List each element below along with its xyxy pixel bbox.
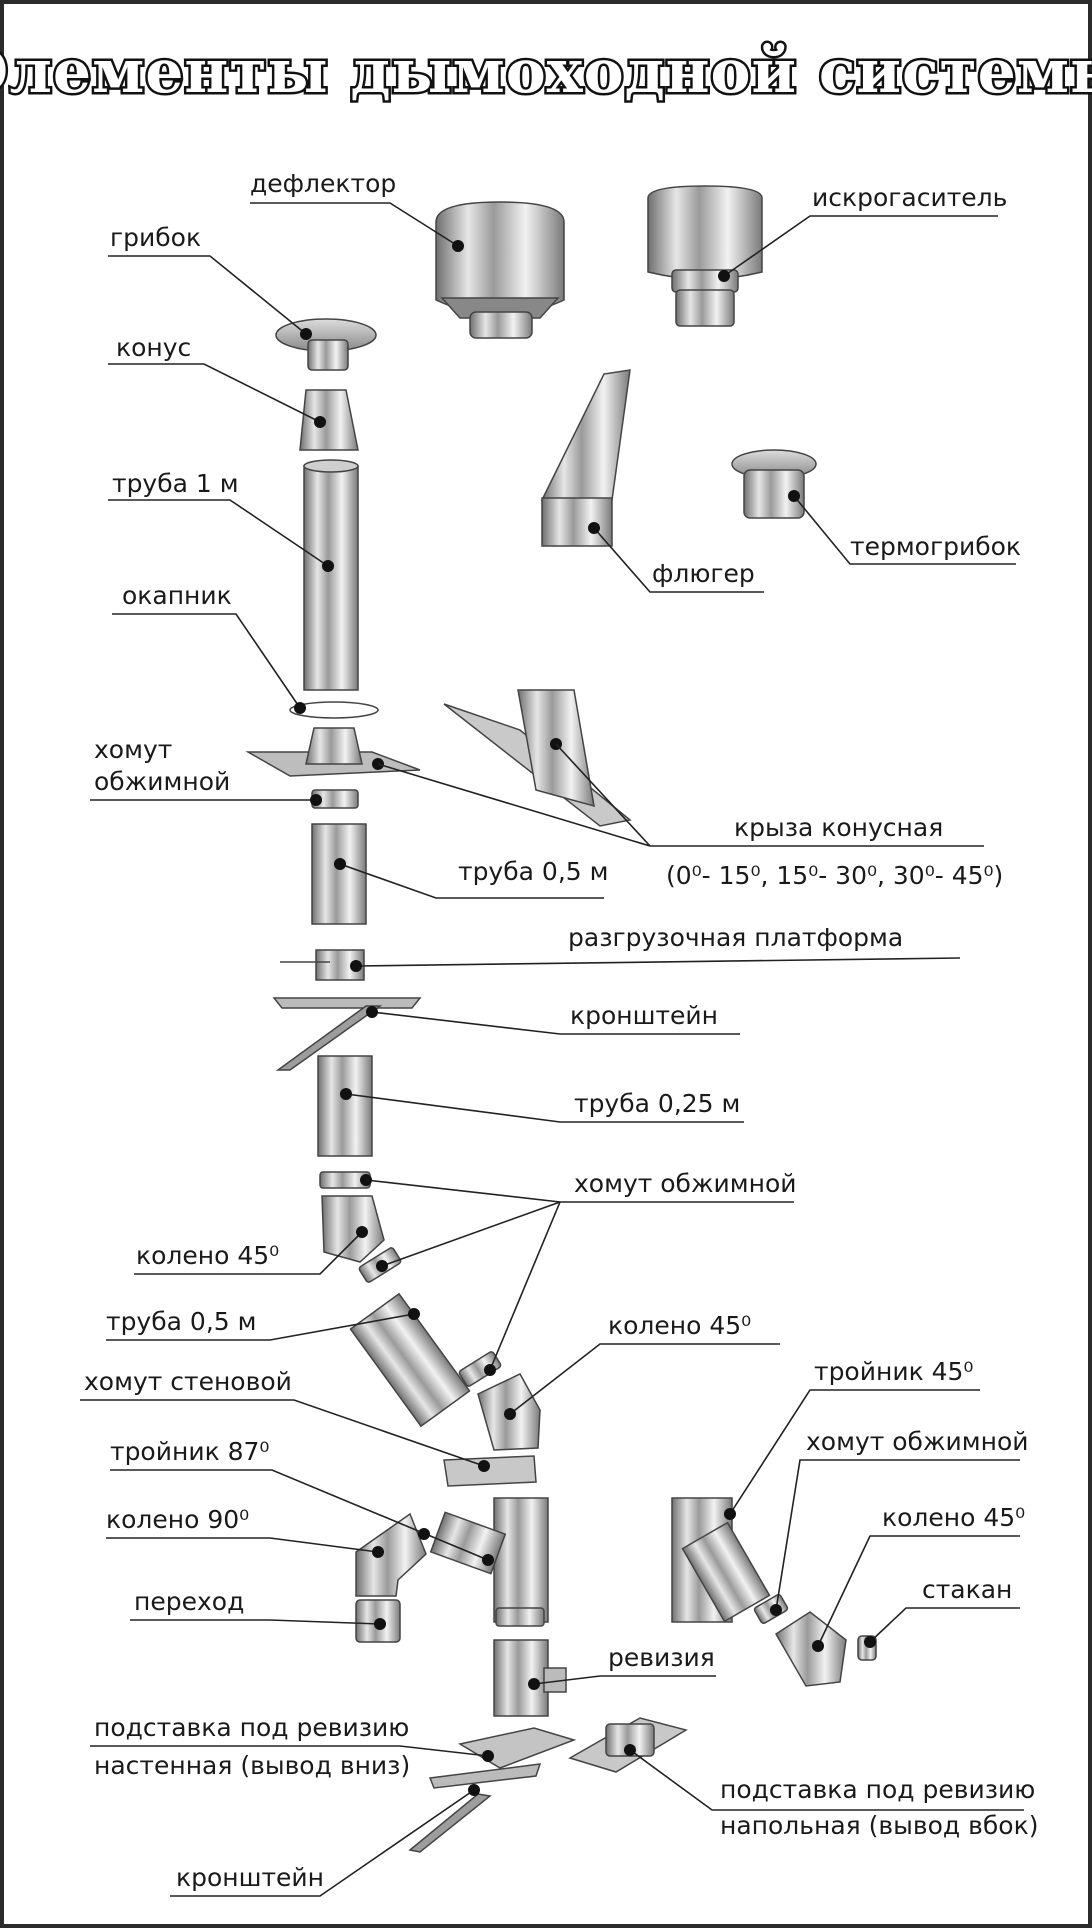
label-weather-vane: флюгер	[652, 559, 755, 588]
elbow-45-a-part	[321, 1195, 385, 1263]
clamp-small-b-part	[458, 1351, 502, 1387]
label-unload-platform: разгрузочная платформа	[568, 923, 903, 952]
label-elbow-90: колено 90⁰	[106, 1505, 249, 1534]
label-clamp-top-1: хомут	[94, 735, 172, 764]
label-roof-flashing-angles: (0⁰- 15⁰, 15⁰- 30⁰, 30⁰- 45⁰)	[666, 861, 1003, 890]
thermo-cap-part	[731, 449, 817, 519]
pipe-05m-b-part	[349, 1292, 471, 1428]
label-elbow-45-a: колено 45⁰	[136, 1241, 279, 1270]
labels: дефлектор искрогаситель грибок конус тру…	[84, 169, 1038, 1892]
cone-part	[299, 389, 359, 451]
label-tee-45: тройник 45⁰	[814, 1357, 973, 1386]
label-sleeve: стакан	[922, 1575, 1012, 1604]
drip-ring-part	[289, 701, 379, 719]
label-pipe-1m: труба 1 м	[112, 469, 239, 498]
elbow-90-part	[355, 1512, 427, 1597]
label-clamp-top-2: обжимной	[94, 767, 230, 796]
label-tee-87: тройник 87⁰	[110, 1437, 269, 1466]
label-inspection: ревизия	[608, 1643, 715, 1672]
deflector-part	[435, 201, 565, 339]
label-roof-flashing: крыза конусная	[734, 813, 943, 842]
inspection-part	[493, 1639, 567, 1717]
diagram-title: Элементы дымоходной системы	[0, 37, 1092, 107]
pipe-1m-part	[303, 459, 359, 691]
elbow-45-c-part	[774, 1611, 847, 1687]
label-wall-stand-2: настенная (вывод вниз)	[94, 1751, 410, 1780]
roof-flashing-part	[443, 689, 632, 827]
label-wall-stand-1: подставка под ревизию	[94, 1713, 409, 1742]
bracket-b-part	[408, 1763, 542, 1853]
wall-clamp-part	[443, 1455, 537, 1487]
label-elbow-45-b: колено 45⁰	[608, 1311, 751, 1340]
label-clamp-mid: хомут обжимной	[574, 1169, 797, 1198]
label-cap: грибок	[110, 223, 201, 252]
label-deflector: дефлектор	[250, 169, 396, 198]
label-wall-clamp: хомут стеновой	[84, 1367, 292, 1396]
label-pipe-025m: труба 0,25 м	[574, 1089, 740, 1118]
label-drip-ring: окапник	[122, 581, 232, 610]
leader-lines	[80, 202, 1024, 1897]
bracket-a-part	[272, 997, 422, 1071]
label-adapter: переход	[134, 1587, 244, 1616]
label-pipe-05m-a: труба 0,5 м	[458, 857, 608, 886]
label-clamp-right: хомут обжимной	[806, 1427, 1029, 1456]
label-bracket-a: кронштейн	[570, 1001, 718, 1030]
label-cone: конус	[116, 333, 191, 362]
wall-stand-part	[457, 1727, 577, 1769]
label-floor-stand-2: напольная (вывод вбок)	[720, 1811, 1038, 1840]
weather-vane-part	[540, 369, 631, 547]
flashing-base-part	[245, 727, 421, 777]
pipe-05m-a-part	[311, 823, 367, 925]
label-elbow-45-c: колено 45⁰	[882, 1503, 1025, 1532]
label-thermo-cap: термогрибок	[850, 532, 1021, 561]
label-spark-arrester: искрогаситель	[812, 183, 1007, 212]
clamp-tee-part	[495, 1607, 545, 1627]
label-floor-stand-1: подставка под ревизию	[720, 1775, 1035, 1804]
label-bracket-b: кронштейн	[176, 1863, 324, 1892]
spark-arrester-part	[647, 185, 763, 327]
cap-part	[275, 318, 377, 371]
label-pipe-05m-b: труба 0,5 м	[106, 1307, 256, 1336]
pipe-025m-part	[317, 1055, 373, 1157]
tee-45-part	[671, 1497, 771, 1623]
